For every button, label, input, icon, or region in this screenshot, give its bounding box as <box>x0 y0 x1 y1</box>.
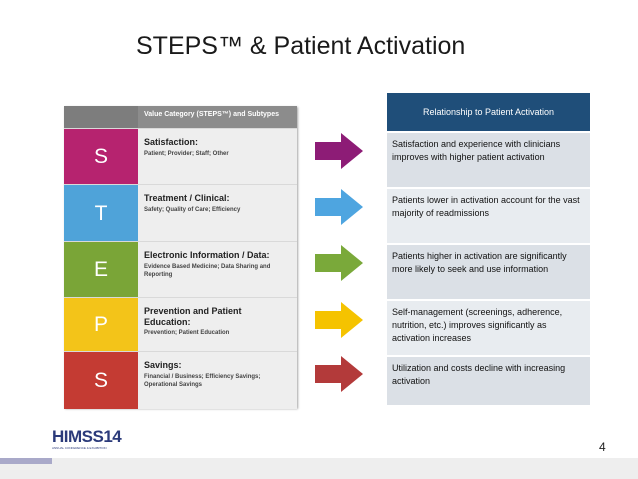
step-row-treatment: T Treatment / Clinical: Safety; Quality … <box>64 184 297 242</box>
slide-title: STEPS™ & Patient Activation <box>136 32 466 60</box>
footer-accent <box>0 458 52 464</box>
relationship-cell: Satisfaction and experience with clinici… <box>387 131 590 187</box>
step-subtitle: Evidence Based Medicine; Data Sharing an… <box>144 264 271 278</box>
relationship-cell: Self-management (screenings, adherence, … <box>387 299 590 355</box>
step-title: Savings: <box>144 360 182 370</box>
arrow-right-icon <box>315 133 363 169</box>
step-letter: T <box>64 185 138 242</box>
logo-subtext: ANNUAL CONFERENCE & EXHIBITION <box>52 446 107 450</box>
arrow-right-icon <box>315 245 363 281</box>
step-subtitle: Patient; Provider; Staff; Other <box>144 151 229 157</box>
step-subtitle: Prevention; Patient Education <box>144 330 230 336</box>
step-title: Satisfaction: <box>144 137 199 147</box>
footer-bar <box>0 458 638 479</box>
step-row-savings: S Savings: Financial / Business; Efficie… <box>64 351 297 409</box>
himss14-logo: HIMSS14 ANNUAL CONFERENCE & EXHIBITION <box>52 428 122 452</box>
relationship-cell: Patients lower in activation account for… <box>387 187 590 243</box>
step-letter: S <box>64 129 138 185</box>
steps-table: Value Category (STEPS™) and Subtypes S S… <box>64 106 297 409</box>
step-row-satisfaction: S Satisfaction: Patient; Provider; Staff… <box>64 128 297 185</box>
relationship-cell: Patients higher in activation are signif… <box>387 243 590 299</box>
relationship-cell: Utilization and costs decline with incre… <box>387 355 590 405</box>
arrow-right-icon <box>315 302 363 338</box>
step-row-prevention: P Prevention and Patient Education: Prev… <box>64 297 297 352</box>
step-title: Electronic Information / Data: <box>144 250 270 260</box>
steps-header-letter-column <box>64 106 138 128</box>
page-number: 4 <box>599 440 606 454</box>
step-letter: E <box>64 242 138 298</box>
relationship-table-header: Relationship to Patient Activation <box>387 93 590 131</box>
step-row-electronic: E Electronic Information / Data: Evidenc… <box>64 241 297 298</box>
step-letter: P <box>64 298 138 352</box>
step-title: Prevention and Patient Education: <box>144 306 242 327</box>
logo-text: HIMSS14 <box>52 427 122 446</box>
arrow-right-icon <box>315 356 363 392</box>
arrow-right-icon <box>315 189 363 225</box>
step-subtitle: Safety; Quality of Care; Efficiency <box>144 207 241 213</box>
step-title: Treatment / Clinical: <box>144 193 230 203</box>
steps-table-header: Value Category (STEPS™) and Subtypes <box>64 106 297 128</box>
relationship-table: Relationship to Patient Activation Satis… <box>387 93 590 405</box>
steps-header-label: Value Category (STEPS™) and Subtypes <box>144 111 279 118</box>
step-letter: S <box>64 352 138 409</box>
step-subtitle: Financial / Business; Efficiency Savings… <box>144 374 261 388</box>
